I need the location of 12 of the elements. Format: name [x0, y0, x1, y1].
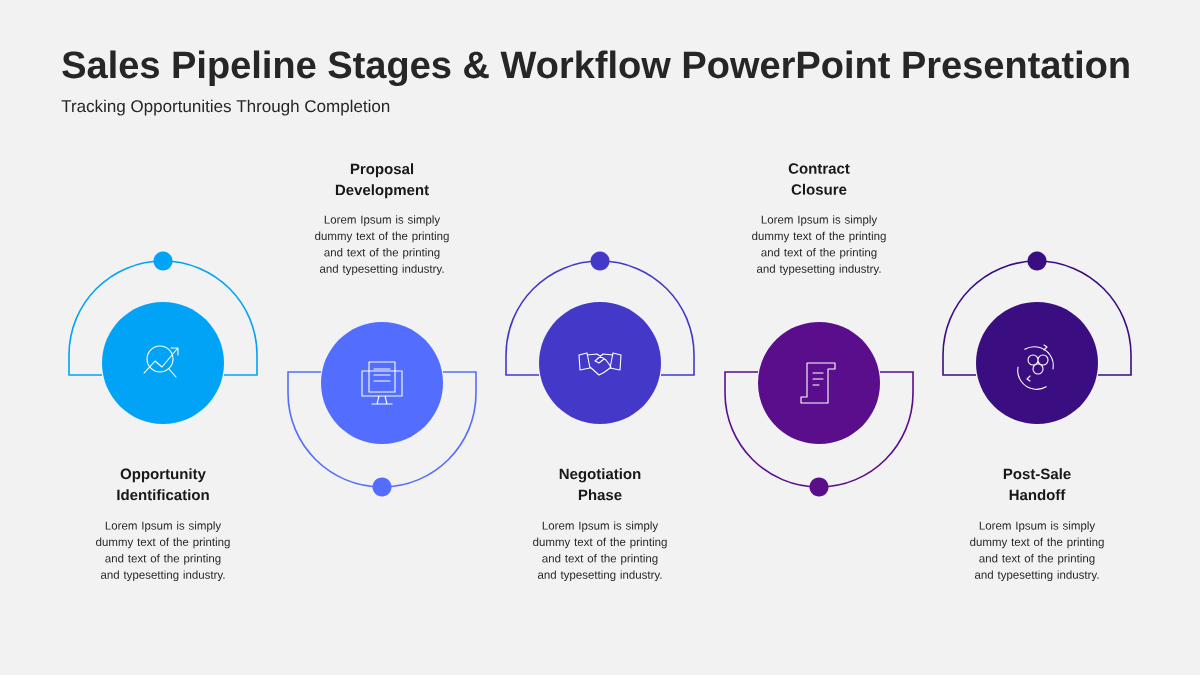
stage-description: Lorem Ipsum is simply dummy text of the printing and text of the printing and typesetting industry.	[970, 521, 1104, 582]
stage-description: Lorem Ipsum is simply dummy text of the printing and text of the printing and typesetting industry.	[752, 215, 886, 276]
title: Sales Pipeline Stages & Workflow PowerPoint Presentation	[62, 50, 1129, 87]
subtitle: Tracking Opportunities Through Completion	[61, 99, 390, 116]
stage-heading: Negotiation Phase	[559, 468, 641, 501]
stage-description: Lorem Ipsum is simply dummy text of the printing and text of the printing and typesetting industry.	[315, 215, 449, 276]
stage-heading: Contract Closure	[788, 163, 850, 195]
stage-heading: Opportunity Identification	[117, 468, 209, 501]
stage-description: Lorem Ipsum is simply dummy text of the printing and text of the printing and typesetting industry.	[533, 521, 667, 582]
stage-heading: Post-Sale Handoff	[1003, 468, 1071, 501]
stage-heading: Proposal Development	[335, 163, 429, 199]
stage-description: Lorem Ipsum is simply dummy text of the printing and text of the printing and typesetting industry.	[96, 521, 230, 582]
